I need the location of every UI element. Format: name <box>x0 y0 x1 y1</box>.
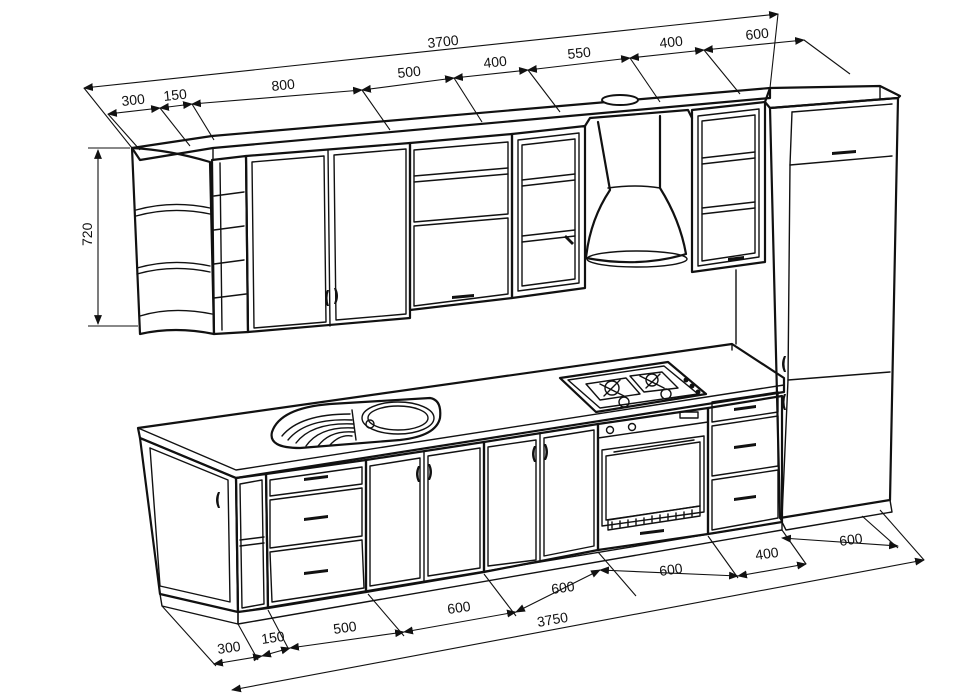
corner-open-shelf <box>130 146 216 336</box>
upper-seg-800-label: 800 <box>271 76 296 94</box>
upper-cabinets <box>130 86 772 336</box>
lower-seg-600b-label: 600 <box>550 578 576 597</box>
lower-total-label: 3750 <box>536 609 570 630</box>
sink <box>270 396 442 450</box>
height-label: 720 <box>79 222 95 246</box>
narrow-open-shelf <box>210 154 250 336</box>
dimension-lines <box>83 11 925 693</box>
lower-cabinets <box>138 391 784 625</box>
gas-hob <box>558 360 708 414</box>
upper-total-label: 3700 <box>427 32 460 51</box>
lower-seg-300-label: 300 <box>216 638 242 657</box>
lower-seg-500-label: 500 <box>332 618 358 637</box>
dimension-labels: 3700 300 150 800 500 400 550 400 600 720… <box>79 25 864 657</box>
upper-shelf-lift-cabinet <box>408 132 514 312</box>
lower-seg-150-label: 150 <box>260 628 286 647</box>
lower-seg-600c-label: 600 <box>658 560 684 579</box>
lower-seg-600a-label: 600 <box>446 598 472 617</box>
tall-cabinet <box>763 84 902 531</box>
lower-seg-600d-label: 600 <box>838 530 864 549</box>
upper-seg-400b-label: 400 <box>659 33 684 51</box>
upper-seg-500-label: 500 <box>397 63 422 81</box>
upper-seg-300-label: 300 <box>121 91 146 109</box>
upper-glass-cabinet <box>510 124 587 300</box>
upper-two-door-cabinet <box>244 141 412 334</box>
upper-seg-550-label: 550 <box>567 44 592 62</box>
upper-seg-400-label: 400 <box>483 53 508 71</box>
upper-seg-150-label: 150 <box>163 86 188 104</box>
lower-seg-400-label: 400 <box>754 544 780 563</box>
upper-seg-600-label: 600 <box>745 25 770 43</box>
upper-glass-cabinet-right <box>690 100 767 274</box>
cooker-hood <box>583 94 694 268</box>
